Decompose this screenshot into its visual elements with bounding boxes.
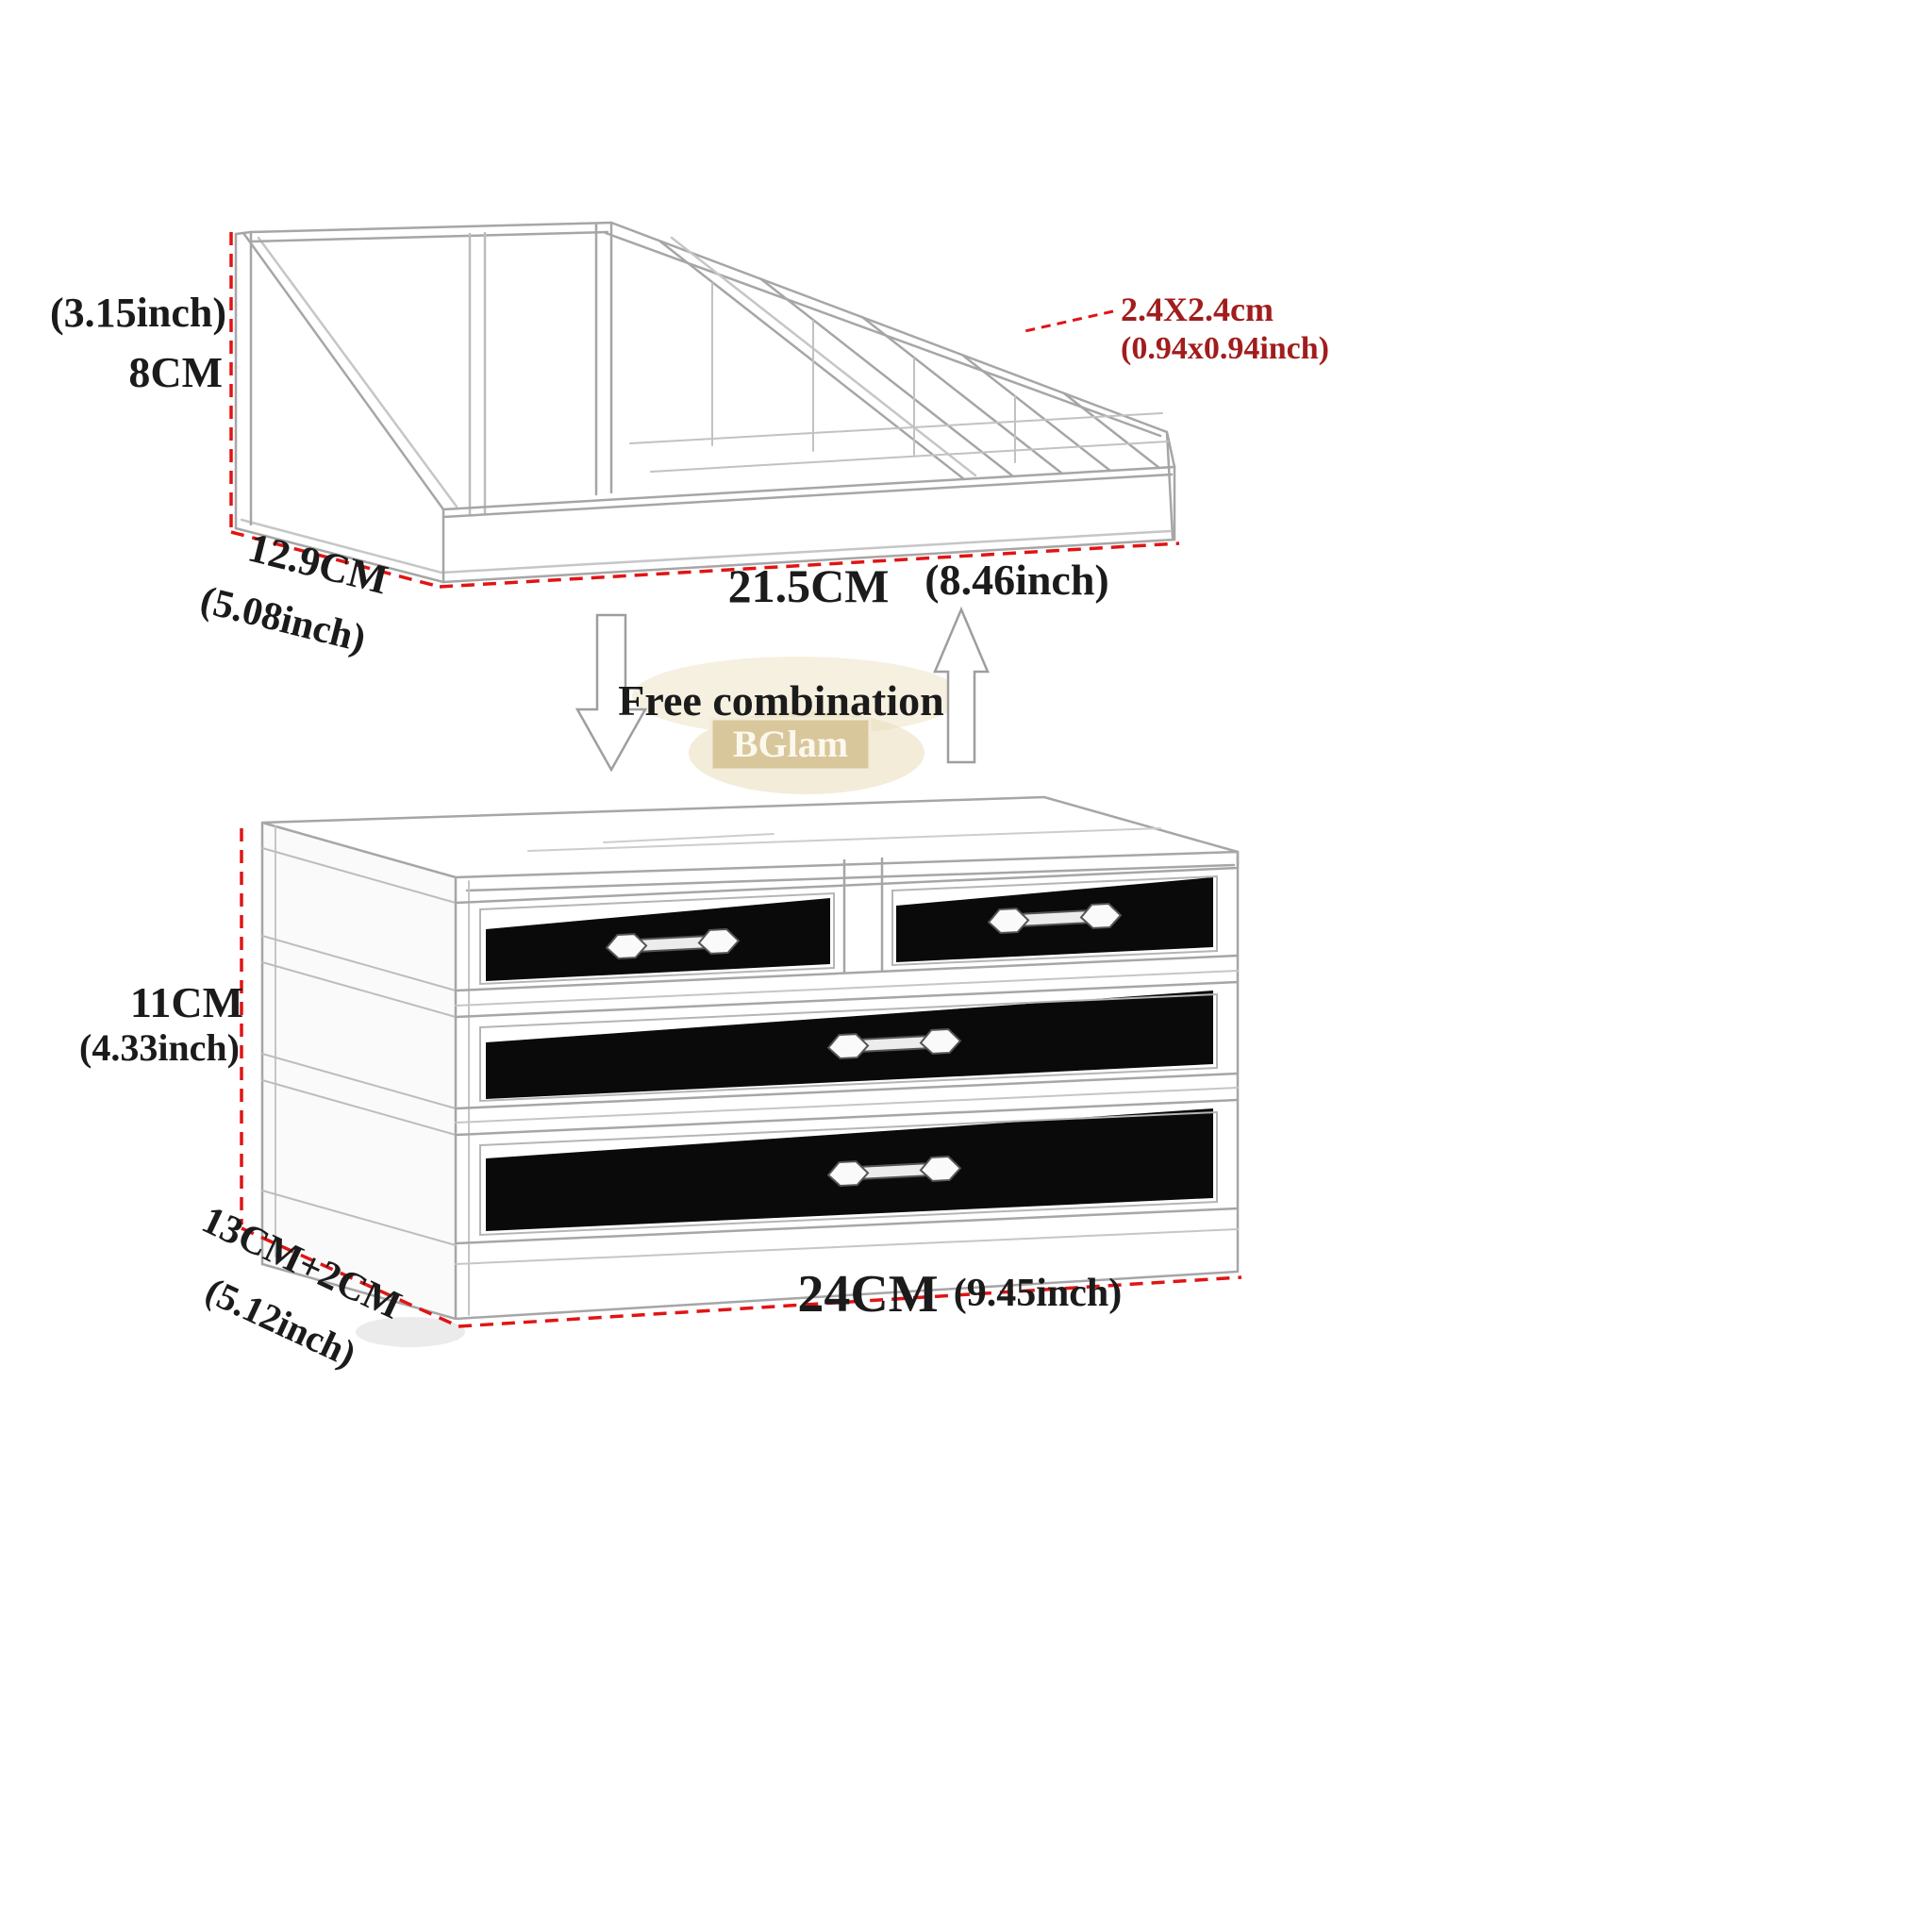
dimension-line-top-depth: [230, 530, 441, 589]
handle-middle-drawer: [826, 1027, 962, 1060]
label-bottom-width-inch: (9.45inch): [954, 1272, 1123, 1315]
up-arrow-icon: [933, 606, 990, 764]
drawer-unit-lid-reflections: [527, 827, 1161, 852]
top-unit-back-wall: [249, 221, 1176, 540]
down-arrow-icon: [575, 613, 648, 773]
label-bottom-height-inch: (4.33inch): [79, 1026, 240, 1069]
drawer-front-top-left: [479, 891, 835, 986]
label-top-width-inch: (8.46inch): [924, 556, 1109, 604]
free-combination-label: Free combination: [618, 676, 943, 724]
dimension-line-bottom-width: [458, 1275, 1242, 1328]
drawer-unit-dimension-lines: [240, 828, 1242, 1328]
drawer-unit-left-rails: [261, 847, 457, 1246]
top-unit-tray-divider: [468, 231, 487, 517]
top-unit-grid-diagonals: [658, 236, 1161, 481]
top-unit-left-wall: [234, 230, 253, 530]
drawer-front-middle: [479, 992, 1218, 1103]
brand-watermark: BGlam: [709, 717, 872, 772]
handle-top-left-drawer: [605, 927, 741, 960]
drawer-front-bottom: [479, 1110, 1218, 1237]
top-unit-left-slant: [242, 231, 445, 511]
label-top-height-cm: 8CM: [128, 348, 223, 396]
drawer-front-top-right: [891, 874, 1218, 967]
label-slot-size-cm: 2.4X2.4cm: [1121, 291, 1274, 328]
label-bottom-width-cm: 24CM: [797, 1265, 938, 1324]
label-top-width-cm: 21.5CM: [728, 559, 890, 612]
label-top-depth-cm: 12.9CM: [243, 525, 392, 604]
handle-top-right-drawer: [987, 902, 1123, 935]
dimension-line-top-width: [439, 541, 1180, 589]
top-unit-grid-cells: [629, 282, 1169, 473]
drawer-unit-frame: [260, 795, 1240, 1321]
drawer-unit-illustration: [260, 795, 1240, 1347]
top-unit-front-wall: [441, 465, 1176, 584]
drawer-top-row-partition: [842, 857, 884, 974]
dimension-line-bottom-depth: [241, 1226, 459, 1328]
dimension-line-slot-pointer: [1020, 309, 1114, 334]
brand-watermark-text: BGlam: [733, 723, 848, 765]
handle-bottom-drawer: [826, 1155, 962, 1188]
drawer-unit-front-rails: [454, 866, 1240, 1265]
top-unit-base-inner: [240, 518, 1172, 575]
free-combination-section: Free combination BGlam: [575, 606, 990, 794]
drawer-unit-left-face: [262, 823, 456, 1319]
top-organizer-illustration: [234, 221, 1176, 584]
drawer-front-outlines: [479, 874, 1218, 1237]
watermark-blob: [632, 657, 962, 736]
label-bottom-height-cm: 11CM: [130, 978, 243, 1026]
label-slot-size-inch: (0.94x0.94inch): [1121, 331, 1329, 366]
top-unit-left-slant-inner: [257, 236, 458, 508]
top-unit-middle-divider: [594, 221, 613, 496]
label-top-height-inch: (3.15inch): [50, 290, 226, 336]
drawer-handles: [605, 902, 1123, 1188]
shadow-smudge: [356, 1317, 465, 1347]
top-unit-dimension-lines: [229, 232, 1180, 589]
